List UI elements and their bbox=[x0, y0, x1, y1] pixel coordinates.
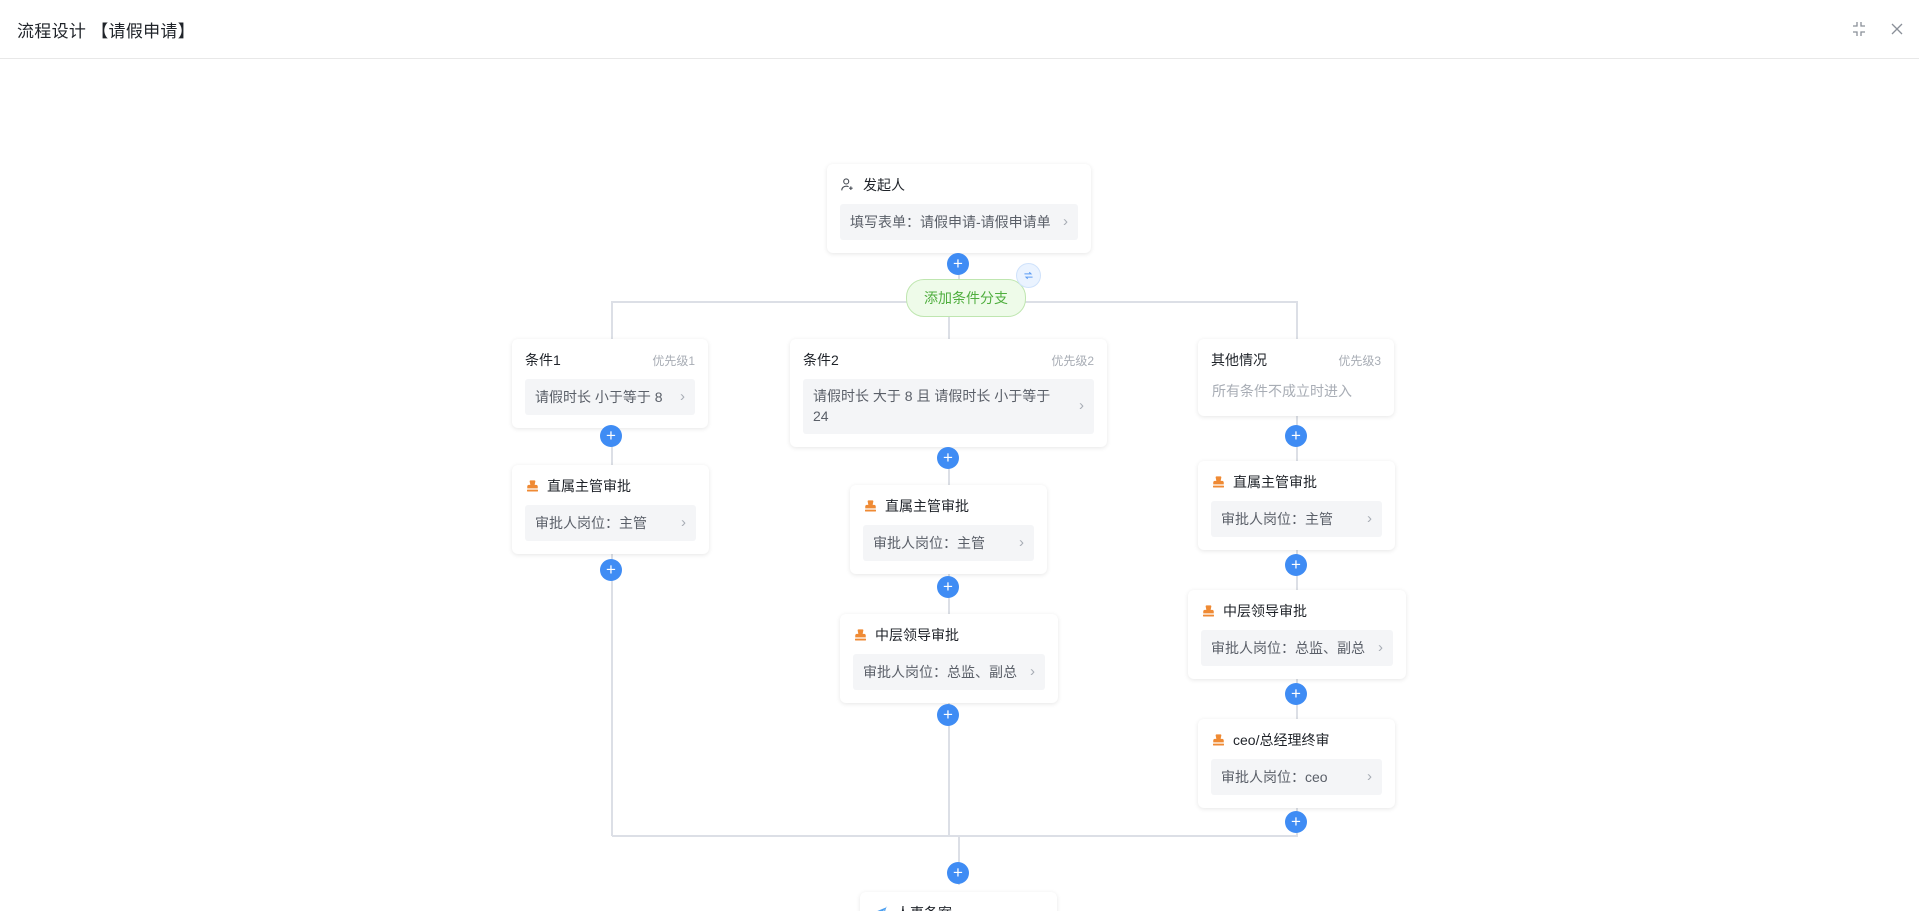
branch-merge-bottom bbox=[612, 835, 1298, 837]
approval-card-b2-1[interactable]: 直属主管审批 审批人岗位：主管 › bbox=[850, 485, 1047, 574]
chevron-right-icon: › bbox=[1079, 397, 1084, 415]
swap-branch-icon[interactable] bbox=[1016, 263, 1041, 288]
chevron-right-icon: › bbox=[681, 514, 686, 531]
node-body-text: 填写表单：请假申请-请假申请单 bbox=[850, 213, 1051, 230]
node-body[interactable]: 审批人岗位：主管 › bbox=[1211, 501, 1382, 537]
node-title: ceo/总经理终审 bbox=[1233, 732, 1330, 748]
node-header: 人事备案 bbox=[873, 903, 1044, 911]
close-icon[interactable] bbox=[1889, 21, 1905, 37]
node-body-text: 审批人岗位：总监、副总 bbox=[863, 663, 1017, 680]
condition-header: 其他情况 优先级3 bbox=[1211, 350, 1381, 370]
chevron-right-icon: › bbox=[1378, 639, 1383, 656]
stamp-icon bbox=[525, 479, 540, 494]
end-node-card[interactable]: 人事备案 审批人岗位：人事 › bbox=[860, 892, 1057, 911]
window-controls bbox=[1851, 21, 1905, 37]
chevron-right-icon: › bbox=[1367, 510, 1372, 527]
node-title: 直属主管审批 bbox=[885, 498, 969, 514]
add-node-button-b3-1[interactable]: + bbox=[1285, 425, 1307, 447]
compress-icon[interactable] bbox=[1851, 21, 1867, 37]
node-body[interactable]: 审批人岗位：总监、副总 › bbox=[853, 654, 1045, 690]
add-node-button-b2-1[interactable]: + bbox=[937, 447, 959, 469]
window-titlebar: 流程设计 【请假申请】 bbox=[0, 0, 1919, 59]
node-body[interactable]: 审批人岗位：主管 › bbox=[863, 525, 1034, 561]
node-header: 直属主管审批 bbox=[1211, 472, 1382, 492]
approval-card-b2-2[interactable]: 中层领导审批 审批人岗位：总监、副总 › bbox=[840, 614, 1058, 703]
condition-expression-text: 请假时长 大于 8 且 请假时长 小于等于 24 bbox=[813, 388, 1051, 425]
condition-description: 所有条件不成立时进入 bbox=[1212, 383, 1352, 399]
condition-priority: 优先级3 bbox=[1338, 354, 1381, 368]
stamp-icon bbox=[1211, 475, 1226, 490]
add-node-button-b2-3[interactable]: + bbox=[937, 704, 959, 726]
node-body-text: 审批人岗位：主管 bbox=[873, 534, 985, 551]
node-body-text: 审批人岗位：主管 bbox=[535, 514, 647, 531]
node-header: 中层领导审批 bbox=[853, 625, 1045, 645]
node-body[interactable]: 审批人岗位：主管 › bbox=[525, 505, 696, 541]
chevron-right-icon: › bbox=[680, 388, 685, 405]
add-node-button-b2-2[interactable]: + bbox=[937, 576, 959, 598]
merge-to-end bbox=[958, 835, 960, 885]
node-title: 中层领导审批 bbox=[1223, 603, 1307, 619]
add-node-button-b1-1[interactable]: + bbox=[600, 425, 622, 447]
node-header: 发起人 bbox=[840, 175, 1078, 195]
node-header: 中层领导审批 bbox=[1201, 601, 1393, 621]
add-node-button-end[interactable]: + bbox=[947, 862, 969, 884]
node-header: ceo/总经理终审 bbox=[1211, 730, 1382, 750]
connector-b2-n2-to-merge bbox=[948, 692, 950, 836]
approval-card-b1-1[interactable]: 直属主管审批 审批人岗位：主管 › bbox=[512, 465, 709, 554]
chevron-right-icon: › bbox=[1063, 213, 1068, 230]
node-header: 直属主管审批 bbox=[525, 476, 696, 496]
condition-expression[interactable]: 请假时长 大于 8 且 请假时长 小于等于 24 › bbox=[803, 379, 1094, 434]
node-title: 中层领导审批 bbox=[875, 627, 959, 643]
chevron-right-icon: › bbox=[1030, 663, 1035, 680]
stamp-icon bbox=[863, 499, 878, 514]
condition-title: 条件2 bbox=[803, 352, 839, 368]
approval-card-b3-1[interactable]: 直属主管审批 审批人岗位：主管 › bbox=[1198, 461, 1395, 550]
condition-header: 条件2 优先级2 bbox=[803, 350, 1094, 370]
flow-canvas[interactable]: 条件1 优先级1 请假时长 小于等于 8 › + 直属主管审批 审批人岗位：主管… bbox=[0, 59, 1919, 911]
node-body[interactable]: 填写表单：请假申请-请假申请单 › bbox=[840, 204, 1078, 240]
add-node-button-b3-3[interactable]: + bbox=[1285, 683, 1307, 705]
node-body[interactable]: 审批人岗位：总监、副总 › bbox=[1201, 630, 1393, 666]
add-node-button-b3-2[interactable]: + bbox=[1285, 554, 1307, 576]
condition-header: 条件1 优先级1 bbox=[525, 350, 695, 370]
connector-b1-c-to-n1 bbox=[611, 417, 613, 477]
connector-b1-n1-to-merge bbox=[611, 543, 613, 836]
send-icon bbox=[873, 905, 889, 911]
chevron-right-icon: › bbox=[1019, 534, 1024, 551]
stamp-icon bbox=[1201, 604, 1216, 619]
condition-card-1[interactable]: 条件1 优先级1 请假时长 小于等于 8 › bbox=[512, 339, 708, 428]
chevron-right-icon: › bbox=[1367, 768, 1372, 785]
approval-card-b3-3[interactable]: ceo/总经理终审 审批人岗位：ceo › bbox=[1198, 719, 1395, 808]
add-node-button-b3-4[interactable]: + bbox=[1285, 811, 1307, 833]
branch-drop-2 bbox=[948, 301, 950, 345]
condition-priority: 优先级2 bbox=[1051, 354, 1094, 368]
user-add-icon bbox=[840, 177, 856, 193]
condition-priority: 优先级1 bbox=[652, 354, 695, 368]
add-condition-branch-button[interactable]: 添加条件分支 bbox=[906, 279, 1026, 317]
branch-drop-1 bbox=[611, 301, 613, 345]
stamp-icon bbox=[1211, 733, 1226, 748]
condition-card-2[interactable]: 条件2 优先级2 请假时长 大于 8 且 请假时长 小于等于 24 › bbox=[790, 339, 1107, 447]
approval-card-b3-2[interactable]: 中层领导审批 审批人岗位：总监、副总 › bbox=[1188, 590, 1406, 679]
condition-title: 条件1 bbox=[525, 352, 561, 368]
stamp-icon bbox=[853, 628, 868, 643]
node-body-text: 审批人岗位：ceo bbox=[1221, 768, 1328, 785]
node-header: 直属主管审批 bbox=[863, 496, 1034, 516]
node-body-text: 审批人岗位：总监、副总 bbox=[1211, 639, 1365, 656]
add-node-button-b1-2[interactable]: + bbox=[600, 559, 622, 581]
page-title: 流程设计 【请假申请】 bbox=[17, 21, 196, 41]
condition-card-3[interactable]: 其他情况 优先级3 所有条件不成立时进入 bbox=[1198, 339, 1394, 416]
node-title: 直属主管审批 bbox=[547, 478, 631, 494]
node-title: 直属主管审批 bbox=[1233, 474, 1317, 490]
node-body-text: 审批人岗位：主管 bbox=[1221, 510, 1333, 527]
branch-drop-3 bbox=[1296, 301, 1298, 345]
node-title: 人事备案 bbox=[896, 903, 952, 911]
start-node-card[interactable]: 发起人 填写表单：请假申请-请假申请单 › bbox=[827, 164, 1091, 253]
node-body[interactable]: 审批人岗位：ceo › bbox=[1211, 759, 1382, 795]
condition-title: 其他情况 bbox=[1211, 352, 1267, 368]
add-node-button-start[interactable]: + bbox=[947, 253, 969, 275]
node-title: 发起人 bbox=[863, 177, 905, 193]
condition-expression[interactable]: 请假时长 小于等于 8 › bbox=[525, 379, 695, 415]
condition-expression-text: 请假时长 小于等于 8 bbox=[535, 388, 663, 405]
